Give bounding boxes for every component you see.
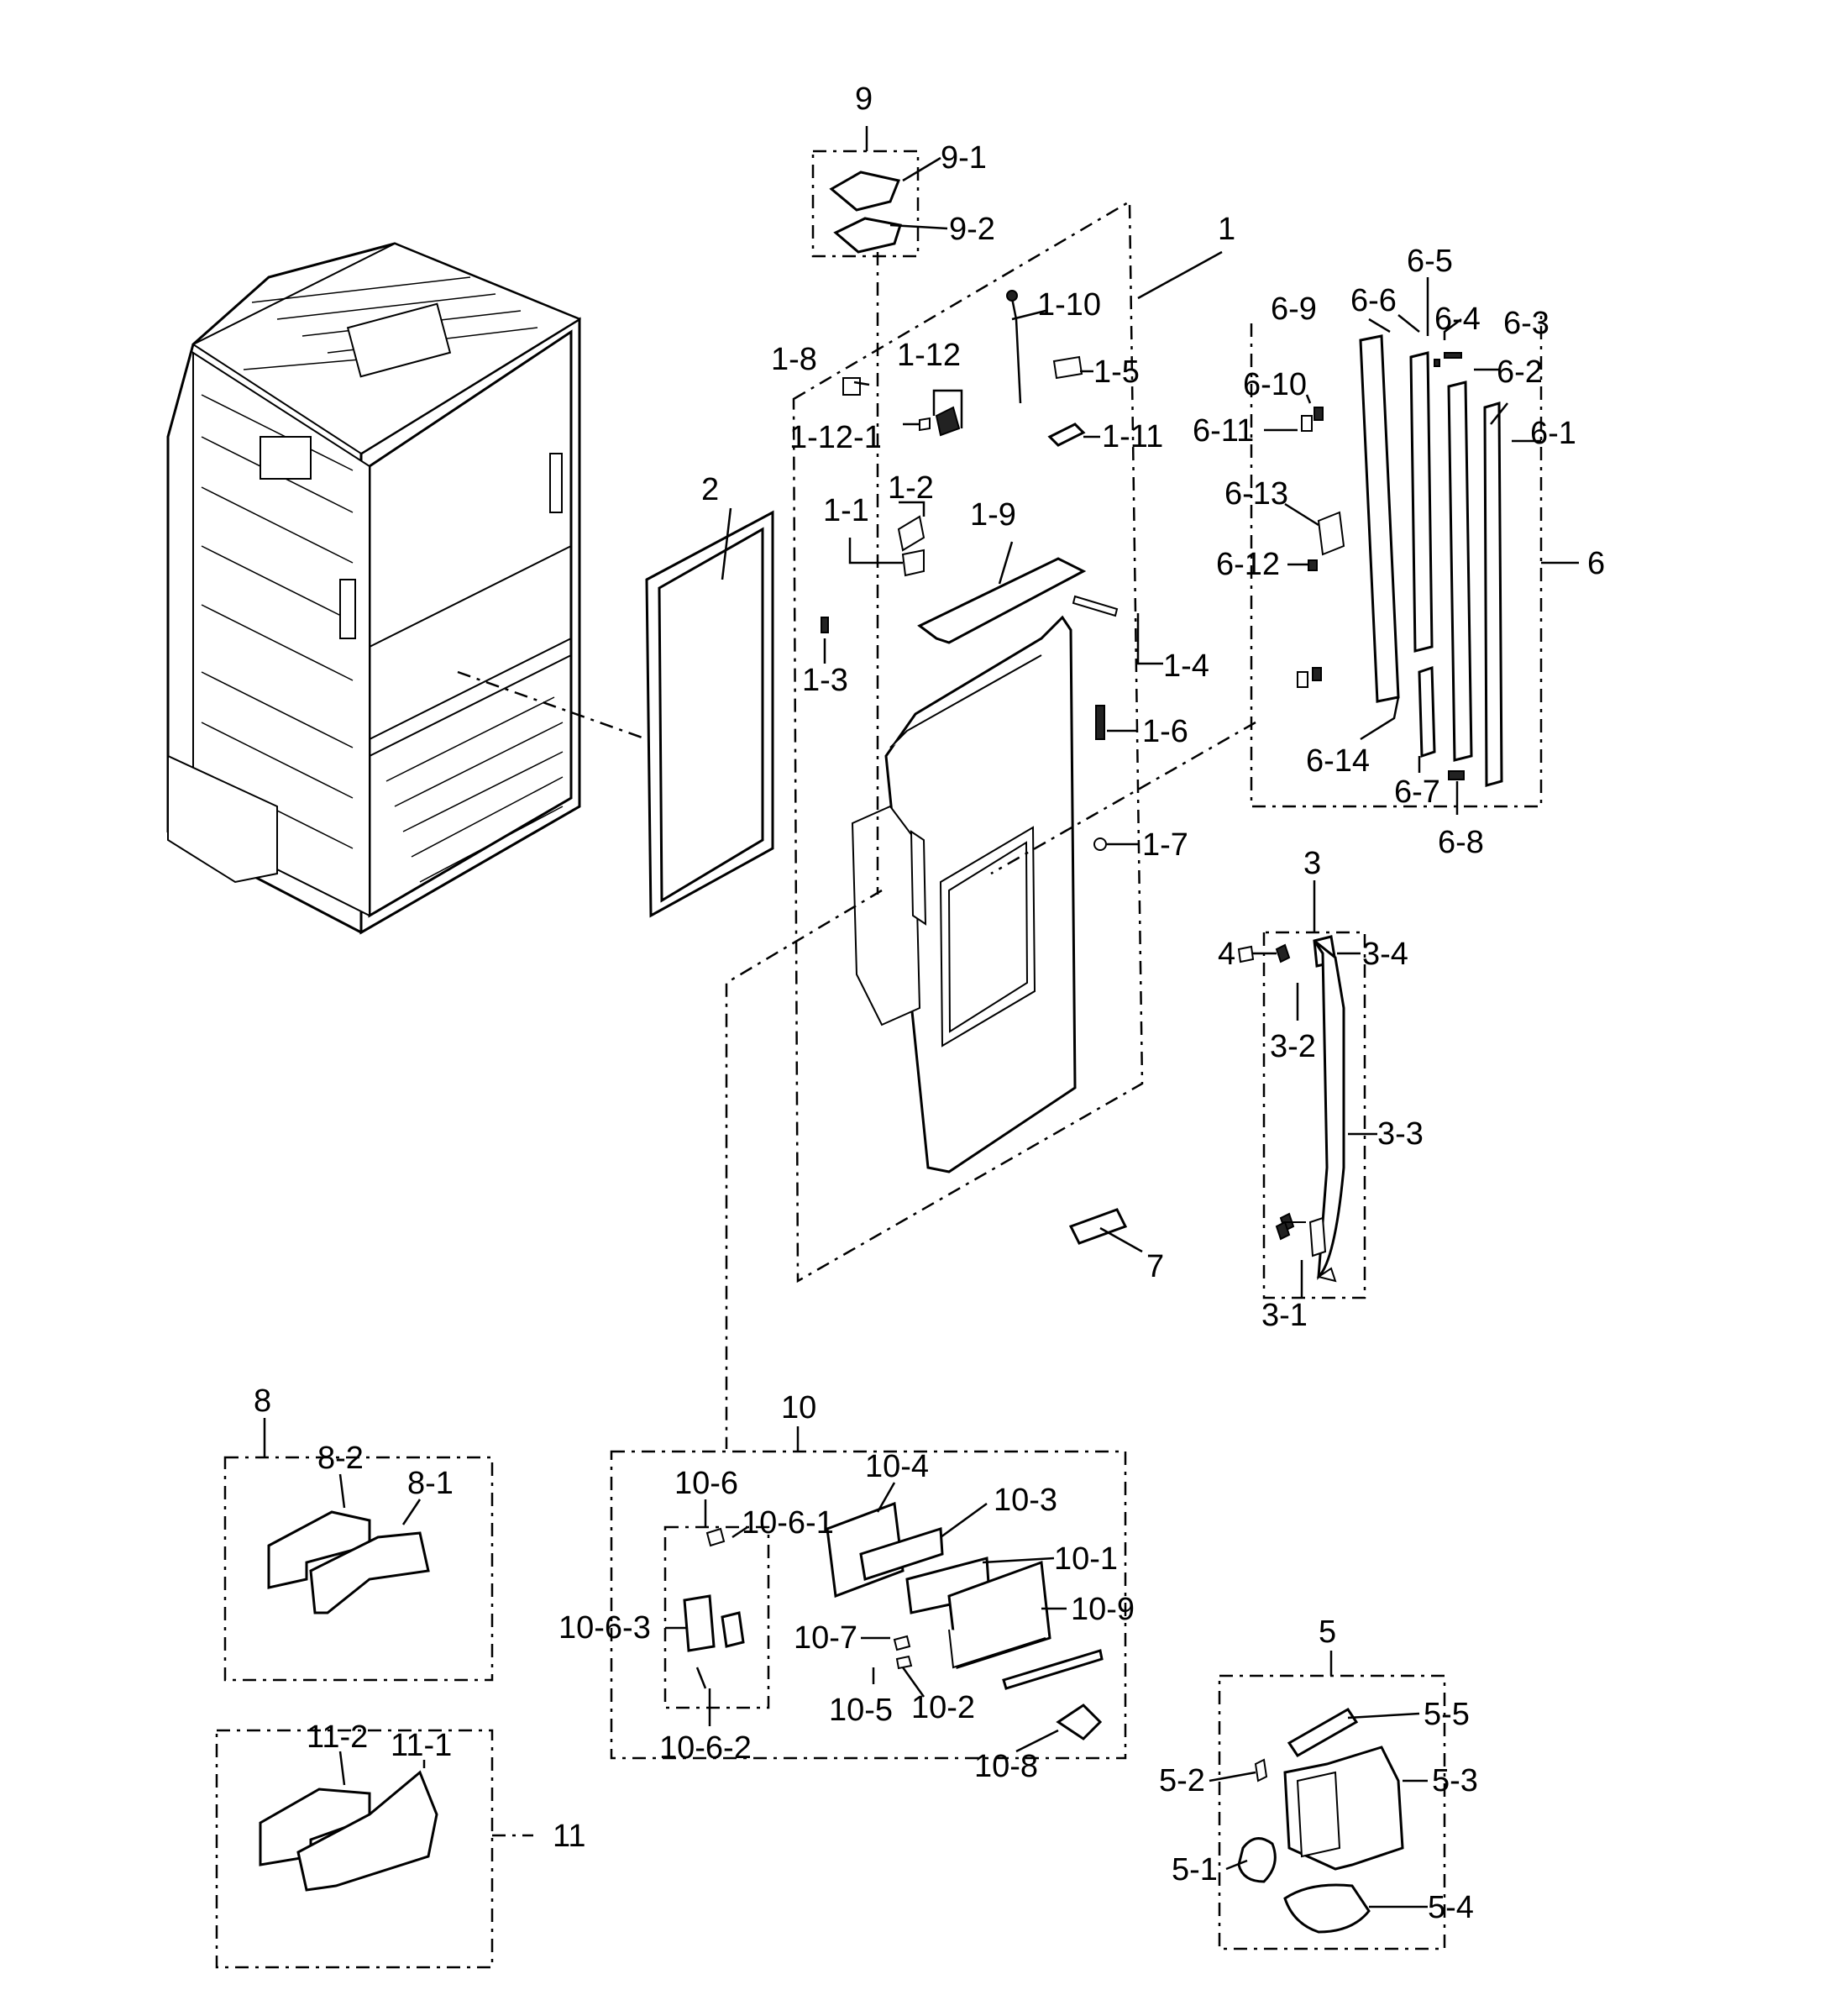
callout-10-6: 10-6 <box>674 1466 738 1501</box>
callout-10-8: 10-8 <box>974 1749 1038 1784</box>
group-8 <box>223 1456 494 1682</box>
refrigerator-cabinet <box>166 242 582 935</box>
callout-6-14: 6-14 <box>1306 743 1370 779</box>
callout-10: 10 <box>781 1390 816 1425</box>
callout-6-13: 6-13 <box>1224 476 1288 512</box>
callout-6-9: 6-9 <box>1271 291 1317 327</box>
callout-3-2: 3-2 <box>1270 1029 1316 1064</box>
callout-1-7: 1-7 <box>1142 827 1188 863</box>
group-11 <box>215 1729 533 1969</box>
callout-6-12: 6-12 <box>1216 547 1280 582</box>
callout-6-6: 6-6 <box>1350 283 1397 318</box>
callout-6-7: 6-7 <box>1394 774 1440 810</box>
group-10 <box>610 1450 1127 1760</box>
door-gasket <box>457 510 774 918</box>
callout-1-4: 1-4 <box>1163 648 1209 684</box>
callout-1-1: 1-1 <box>823 493 869 528</box>
callout-6-4: 6-4 <box>1434 302 1481 337</box>
callout-6-11: 6-11 <box>1193 413 1254 449</box>
group-9 <box>811 150 920 258</box>
callout-6-2: 6-2 <box>1497 354 1543 390</box>
callout-10-9: 10-9 <box>1071 1592 1135 1627</box>
callout-10-2: 10-2 <box>911 1690 975 1725</box>
callout-8-2: 8-2 <box>317 1441 364 1476</box>
callout-1: 1 <box>1218 212 1235 247</box>
callout-10-1: 10-1 <box>1054 1541 1118 1577</box>
callout-11-1: 11-1 <box>391 1728 452 1763</box>
callout-11-2: 11-2 <box>307 1719 368 1755</box>
group-3 <box>1237 931 1366 1299</box>
callout-9: 9 <box>855 81 873 117</box>
callout-10-3: 10-3 <box>994 1483 1057 1518</box>
callout-1-8: 1-8 <box>771 342 817 377</box>
callout-1-10: 1-10 <box>1037 287 1101 323</box>
callout-2: 2 <box>701 472 719 507</box>
callout-9-2: 9-2 <box>949 212 995 247</box>
callout-10-5: 10-5 <box>829 1693 893 1728</box>
callout-6-8: 6-8 <box>1438 825 1484 860</box>
callout-5-2: 5-2 <box>1159 1763 1205 1798</box>
callout-9-1: 9-1 <box>941 140 987 176</box>
callout-1-5: 1-5 <box>1093 354 1140 390</box>
callout-10-7: 10-7 <box>794 1620 857 1656</box>
group-5 <box>1218 1674 1446 1950</box>
callout-6-5: 6-5 <box>1407 244 1453 279</box>
callout-5: 5 <box>1319 1614 1336 1650</box>
callout-1-11: 1-11 <box>1102 419 1163 454</box>
callout-7: 7 <box>1146 1249 1164 1284</box>
callout-1-12: 1-12 <box>897 338 961 373</box>
callout-3-3: 3-3 <box>1377 1116 1424 1152</box>
callout-10-6-3: 10-6-3 <box>558 1610 651 1646</box>
callout-3-1: 3-1 <box>1261 1298 1308 1333</box>
leader-lines <box>263 126 1579 1908</box>
callout-5-5: 5-5 <box>1424 1697 1470 1732</box>
callout-4: 4 <box>1218 937 1235 972</box>
callout-10-6-1: 10-6-1 <box>742 1505 834 1541</box>
callout-3-4: 3-4 <box>1362 937 1408 972</box>
callout-1-3: 1-3 <box>802 663 848 698</box>
door-assembly <box>725 199 1256 1449</box>
callout-6: 6 <box>1587 546 1605 581</box>
callout-1-12-1: 1-12-1 <box>789 420 882 455</box>
callout-6-10: 6-10 <box>1243 367 1307 402</box>
callout-1-6: 1-6 <box>1142 714 1188 749</box>
callout-6-3: 6-3 <box>1503 306 1549 341</box>
callout-1-9: 1-9 <box>970 497 1016 533</box>
callout-1-2: 1-2 <box>888 470 934 506</box>
callout-5-3: 5-3 <box>1432 1763 1478 1798</box>
callout-5-4: 5-4 <box>1428 1890 1474 1925</box>
callout-10-4: 10-4 <box>865 1449 929 1484</box>
callout-10-6-2: 10-6-2 <box>659 1730 752 1766</box>
callout-8: 8 <box>254 1383 271 1419</box>
callout-6-1: 6-1 <box>1530 416 1576 451</box>
callout-5-1: 5-1 <box>1172 1852 1218 1887</box>
callout-8-1: 8-1 <box>407 1466 454 1501</box>
callout-labels: 9 9-1 9-2 1 1-10 1-5 1-11 1-8 1-12 1-12-… <box>254 81 1605 1925</box>
callout-3: 3 <box>1303 846 1321 881</box>
callout-11: 11 <box>553 1819 585 1854</box>
